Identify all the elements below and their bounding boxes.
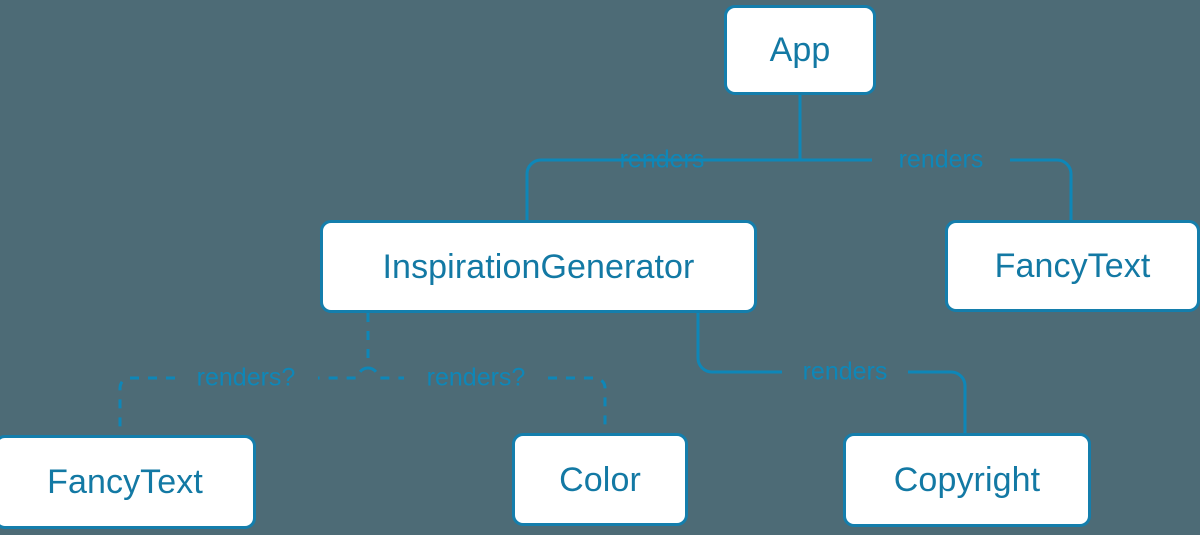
- node-color[interactable]: Color: [512, 433, 688, 526]
- node-inspiration-generator[interactable]: InspirationGenerator: [320, 220, 757, 313]
- edge-label-app-to-inspiration-generator: renders: [620, 146, 705, 174]
- edge-inspiration-to-copyright: [696, 313, 967, 433]
- node-copyright[interactable]: Copyright: [843, 433, 1091, 527]
- edge-app-to-fancytext-top: [800, 158, 1073, 220]
- edge-label-inspiration-to-fancytext-bottom: renders?: [197, 364, 296, 392]
- edge-inspiration-to-color: [367, 366, 607, 433]
- edge-label-inspiration-to-color: renders?: [427, 364, 526, 392]
- node-fancytext-top[interactable]: FancyText: [945, 220, 1200, 312]
- edge-app-to-inspiration-generator: [525, 158, 800, 220]
- edge-label-inspiration-to-copyright: renders: [803, 358, 888, 386]
- edge-label-app-to-fancytext-top: renders: [899, 146, 984, 174]
- node-fancytext-bottom[interactable]: FancyText: [0, 435, 256, 529]
- edge-inspiration-to-fancytext-bottom: [118, 366, 369, 435]
- node-app[interactable]: App: [724, 5, 876, 95]
